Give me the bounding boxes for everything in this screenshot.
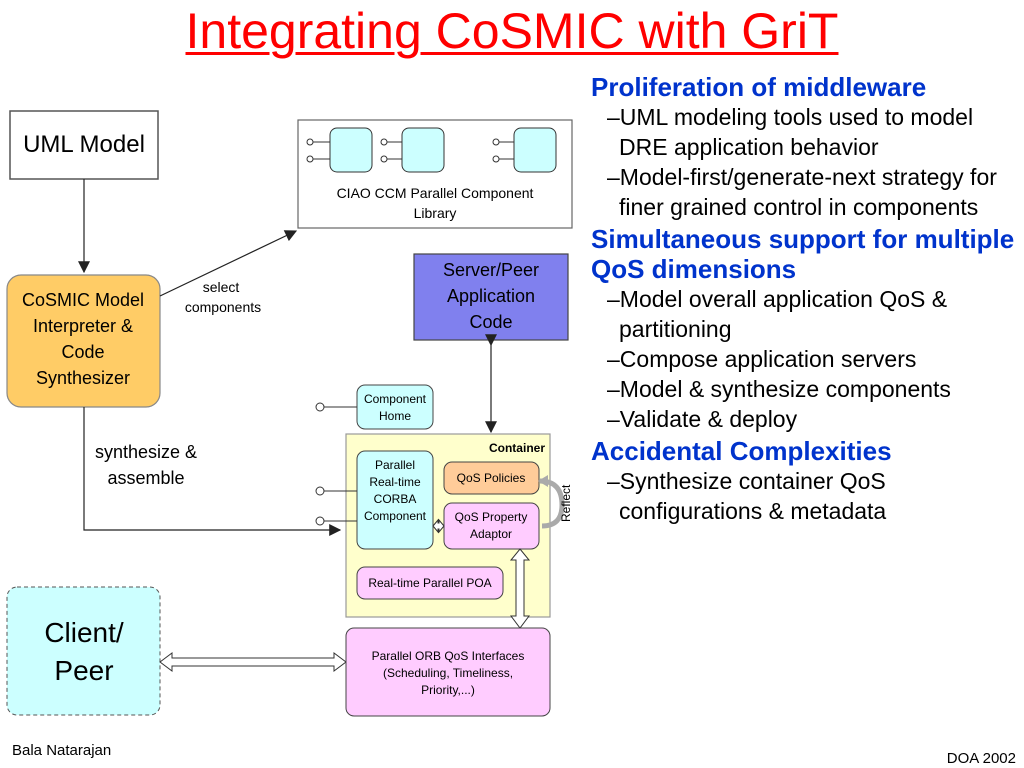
section-qos: Simultaneous support for multiple QoS di…: [591, 224, 1021, 434]
svg-text:Adaptor: Adaptor: [470, 527, 512, 541]
svg-text:Interpreter &: Interpreter &: [33, 316, 133, 336]
cosmic-interpreter-box: CoSMIC Model Interpreter & Code Synthesi…: [6, 274, 161, 408]
component-ports: [315, 486, 357, 526]
svg-text:Application: Application: [447, 286, 535, 306]
uml-model-box: UML Model: [9, 110, 159, 180]
bullet-list: Proliferation of middleware –UML modelin…: [591, 72, 1021, 528]
footer-author: Bala Natarajan: [12, 742, 112, 759]
svg-text:Code: Code: [61, 342, 104, 362]
slide-title: Integrating CoSMIC with GriT: [185, 3, 839, 59]
bullet-item: –UML modeling tools used to model DRE ap…: [607, 104, 974, 160]
section-heading: Simultaneous support for multiple QoS di…: [591, 224, 1015, 284]
svg-text:Client/: Client/: [44, 617, 124, 648]
container-box: Container Parallel Real-time CORBA Compo…: [345, 433, 565, 618]
svg-text:CORBA: CORBA: [374, 492, 417, 506]
svg-text:Library: Library: [414, 205, 457, 221]
section-complexities: Accidental Complexities –Synthesize cont…: [591, 436, 1021, 526]
ciao-library-box: CIAO CCM Parallel Component Library: [297, 119, 573, 229]
svg-text:assemble: assemble: [107, 468, 184, 488]
svg-text:Synthesizer: Synthesizer: [36, 368, 130, 388]
svg-text:Container: Container: [489, 441, 545, 455]
svg-text:Code: Code: [469, 312, 512, 332]
reflect-label: Reflect: [559, 484, 573, 522]
svg-text:Server/Peer: Server/Peer: [443, 260, 539, 280]
svg-text:Real-time Parallel POA: Real-time Parallel POA: [368, 576, 491, 590]
svg-text:CIAO CCM Parallel Component: CIAO CCM Parallel Component: [337, 185, 534, 201]
server-peer-box: Server/Peer Application Code: [413, 253, 569, 341]
bullet-item: –Validate & deploy: [607, 406, 798, 432]
svg-text:components: components: [185, 299, 261, 315]
bullet-item: –Model overall application QoS & partiti…: [607, 286, 948, 342]
svg-text:Home: Home: [379, 409, 411, 423]
section-proliferation: Proliferation of middleware –UML modelin…: [591, 72, 1021, 222]
architecture-diagram: UML Model CIAO CCM Parallel Component Li…: [6, 110, 573, 717]
section-heading: Accidental Complexities: [591, 436, 892, 466]
section-heading: Proliferation of middleware: [591, 72, 927, 102]
svg-text:Priority,...): Priority,...): [421, 683, 475, 697]
bullet-item: –Compose application servers: [607, 346, 917, 372]
bullet-item: –Synthesize container QoS configurations…: [607, 468, 887, 524]
svg-text:Parallel ORB QoS Interfaces: Parallel ORB QoS Interfaces: [372, 649, 525, 663]
svg-text:Component: Component: [364, 392, 427, 406]
svg-text:QoS Policies: QoS Policies: [457, 471, 526, 485]
bullet-item: –Model & synthesize components: [607, 376, 951, 402]
svg-text:Peer: Peer: [54, 655, 113, 686]
svg-text:Component: Component: [364, 509, 427, 523]
svg-text:UML Model: UML Model: [23, 131, 145, 158]
svg-text:QoS Property: QoS Property: [455, 510, 528, 524]
svg-text:Real-time: Real-time: [369, 475, 421, 489]
select-components-label: select: [203, 279, 240, 295]
orb-qos-box: Parallel ORB QoS Interfaces (Scheduling,…: [345, 627, 551, 717]
svg-text:Parallel: Parallel: [375, 458, 415, 472]
footer-conference: DOA 2002: [946, 750, 1016, 767]
client-peer-box: Client/ Peer: [6, 586, 161, 716]
component-home-box: Component Home: [315, 384, 434, 430]
synthesize-label: synthesize &: [95, 442, 197, 462]
bullet-item: –Model-first/generate-next strategy for …: [607, 164, 997, 220]
svg-text:(Scheduling, Timeliness,: (Scheduling, Timeliness,: [383, 666, 513, 680]
svg-text:CoSMIC Model: CoSMIC Model: [22, 290, 144, 310]
